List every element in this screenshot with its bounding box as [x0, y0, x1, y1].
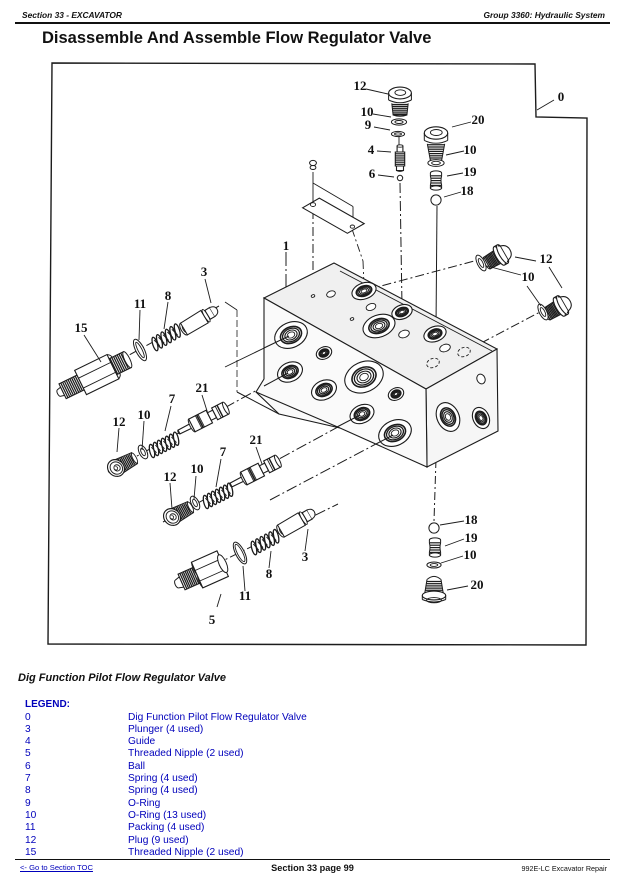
svg-text:11: 11	[239, 588, 251, 603]
svg-text:18: 18	[461, 183, 475, 198]
svg-text:12: 12	[164, 469, 177, 484]
svg-text:12: 12	[354, 78, 367, 93]
svg-text:10: 10	[522, 269, 535, 284]
svg-text:8: 8	[266, 566, 273, 581]
svg-text:21: 21	[250, 432, 263, 447]
svg-text:10: 10	[464, 547, 477, 562]
svg-text:10: 10	[138, 407, 151, 422]
svg-text:18: 18	[465, 512, 479, 527]
svg-text:0: 0	[558, 89, 565, 104]
svg-text:12: 12	[540, 251, 553, 266]
svg-text:3: 3	[201, 264, 208, 279]
svg-text:3: 3	[302, 549, 309, 564]
svg-text:15: 15	[75, 320, 89, 335]
svg-text:8: 8	[165, 288, 172, 303]
svg-text:12: 12	[113, 414, 126, 429]
svg-text:4: 4	[368, 142, 375, 157]
svg-text:11: 11	[134, 296, 146, 311]
svg-text:6: 6	[369, 166, 376, 181]
svg-text:21: 21	[196, 380, 209, 395]
svg-text:9: 9	[365, 117, 372, 132]
svg-text:19: 19	[464, 164, 478, 179]
svg-text:19: 19	[465, 530, 479, 545]
svg-text:10: 10	[464, 142, 477, 157]
svg-text:5: 5	[209, 612, 216, 627]
svg-text:20: 20	[472, 112, 485, 127]
svg-text:1: 1	[283, 238, 290, 253]
svg-text:10: 10	[361, 104, 374, 119]
svg-text:10: 10	[191, 461, 204, 476]
svg-text:7: 7	[169, 391, 176, 406]
svg-text:20: 20	[471, 577, 484, 592]
svg-text:7: 7	[220, 444, 227, 459]
